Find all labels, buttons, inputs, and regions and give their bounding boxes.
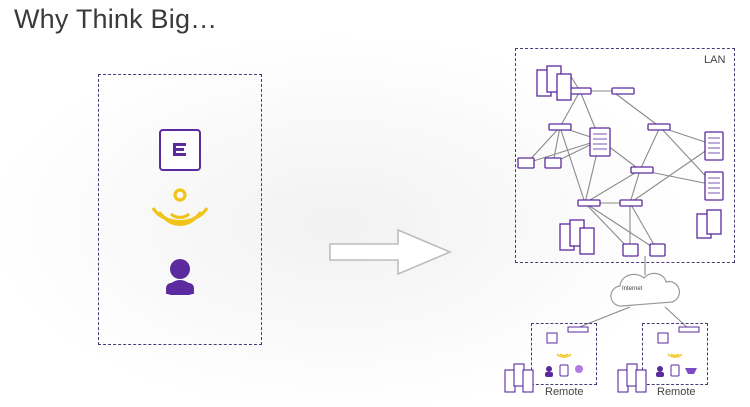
endpoint-group-box [98, 74, 262, 345]
wifi-icon [556, 353, 572, 358]
switch-icon [619, 199, 643, 207]
server-rack-icon [559, 219, 595, 255]
switch-icon [678, 326, 700, 333]
access-point-icon [546, 332, 558, 344]
lan-box [515, 48, 735, 263]
user-icon [546, 366, 552, 372]
server-rack-icon [617, 363, 647, 393]
extreme-logo-icon [159, 129, 201, 171]
user-icon [166, 259, 194, 295]
lan-label: LAN [704, 54, 726, 66]
remote-site-1 [504, 326, 589, 393]
switch-icon [647, 123, 671, 131]
internet-label: Internet [622, 286, 643, 292]
access-point-icon [657, 332, 669, 344]
remote-site-box [531, 323, 597, 385]
slide-title: Why Think Big… [14, 4, 218, 34]
remote-label: Remote [545, 386, 584, 398]
switch-icon [622, 243, 639, 257]
wifi-icon [151, 188, 209, 226]
server-rack-icon [536, 65, 572, 101]
user-icon [657, 366, 663, 372]
switch-icon [577, 199, 601, 207]
cloud-icon [610, 272, 681, 307]
switch-icon [517, 157, 535, 169]
chassis-slots [593, 133, 720, 194]
switch-icon [630, 166, 654, 174]
switch-icon [611, 87, 635, 95]
phone-icon [670, 364, 680, 377]
switch-icon [548, 123, 572, 131]
camera-icon [685, 368, 697, 374]
wifi-icon [667, 353, 683, 358]
remote-site-box [642, 323, 708, 385]
phone-icon [559, 364, 569, 377]
switch-icon [649, 243, 666, 257]
server-rack-icon [504, 363, 534, 393]
lan-switches [517, 87, 671, 257]
remote-label: Remote [657, 386, 696, 398]
switch-icon [544, 157, 562, 169]
lightbulb-icon [575, 365, 583, 373]
switch-icon [567, 326, 589, 333]
server-rack-icon [696, 209, 722, 239]
remote-site-2 [617, 326, 700, 393]
